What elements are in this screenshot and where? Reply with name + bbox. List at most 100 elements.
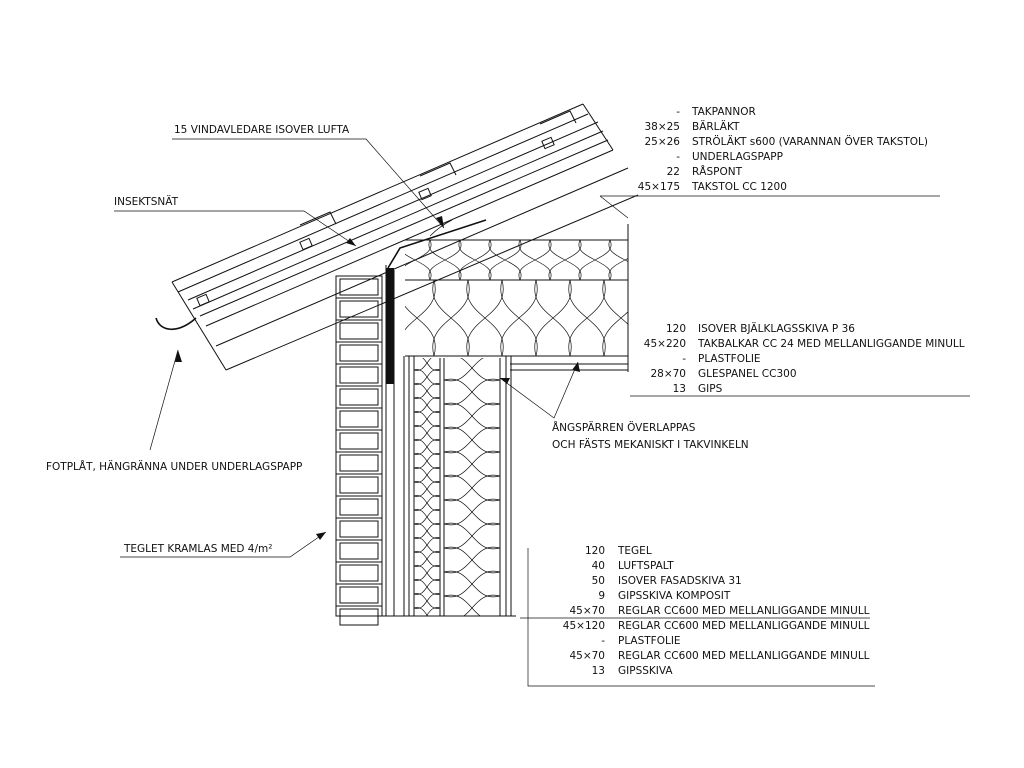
insulation-wave [443,378,501,406]
insulation-wave [414,579,441,595]
roof-layer-dim: 45×175 [638,181,680,193]
insulation-wave [414,481,441,497]
ceiling-layer-dim: 28×70 [650,368,686,380]
wall-layer-dim: 50 [592,575,605,587]
roof-layer-dim: 22 [667,166,680,178]
insulation-wave [443,522,501,550]
insulation-wave [443,402,501,430]
arrowheads [175,216,580,540]
brick [339,454,379,472]
wall-layer-text: GIPSSKIVA KOMPOSIT [618,590,731,602]
brick [339,542,379,560]
wall-layer-text: PLASTFOLIE [618,635,681,647]
insulation-wave [414,607,441,616]
wall-layer-dim: 40 [592,560,605,572]
insulation-wave [414,551,441,567]
ceiling-layer-dim: - [682,353,686,365]
note-angsparren-1: ÅNGSPÄRREN ÖVERLAPPAS [552,421,696,434]
insulation-wave [608,240,628,281]
brick [339,410,379,428]
insulation-wave [428,240,462,281]
insulation-wave [500,279,538,356]
insulation-wave [405,240,432,281]
insulation-wave [548,240,582,281]
ceiling-layer-text: ISOVER BJÄLKLAGSSKIVA P 36 [698,322,855,335]
ceiling-layer-dim: 120 [666,323,686,335]
brick [339,520,379,538]
roof-tiles [299,110,577,226]
roof-layer-text: TAKPANNOR [691,106,756,118]
leader-lines [114,138,970,687]
wall-layer-dim: 45×120 [563,620,605,632]
insulation-wave [443,474,501,502]
brick [339,344,379,362]
insulation-wave [602,279,628,356]
wall-layer-dim: 13 [592,665,605,677]
wall-layers [385,265,512,616]
roof-layer-dim: 38×25 [644,121,680,133]
insulation-wave [443,498,501,526]
brick [339,388,379,406]
roof-layer-dim: - [676,106,680,118]
insulation-wave [432,279,470,356]
insulation-wave [414,425,441,441]
insulation-wave [414,383,441,399]
wall-layer-dim: 45×70 [569,650,605,662]
wall-layer-dim: - [601,635,605,647]
insulation-wave [518,240,552,281]
wall-layer-text: LUFTSPALT [618,560,674,572]
insulation-wave [414,523,441,539]
ceiling-layer-text: GLESPANEL CC300 [698,368,797,380]
brick [339,300,379,318]
insulation-wave [414,537,441,553]
insulation-wave [443,570,501,598]
brick [339,432,379,450]
brick [339,498,379,516]
brick [339,278,379,296]
roof-layer-dim: 25×26 [644,136,680,148]
gutter [155,317,197,331]
insulation-wave [443,546,501,574]
insulation-wave [568,279,606,356]
insulation-wave [414,467,441,483]
wall-layer-text: TEGEL [617,545,652,557]
insulation-wave [414,565,441,581]
roof-layer-text: TAKSTOL CC 1200 [691,181,787,193]
roof-layer-text: RÅSPONT [692,165,743,178]
note-angsparren-2: OCH FÄSTS MEKANISKT I TAKVINKELN [552,438,749,451]
wall-layer-dim: 45×70 [569,605,605,617]
battens [196,136,555,307]
insulation-wave [414,495,441,511]
roof-layer-text: STRÖLÄKT s600 (VARANNAN ÖVER TAKSTOL) [692,135,928,148]
brick [339,366,379,384]
insulation-wave [578,240,612,281]
brick [339,322,379,340]
wall-layer-dim: 9 [598,590,605,602]
insulation-wave [414,453,441,469]
roof-layer-text: BÄRLÄKT [692,120,740,133]
wind-deflector [387,219,487,269]
brick [339,608,379,626]
insulation-wave [414,593,441,609]
wall-layer-text: REGLAR CC600 MED MELLANLIGGANDE MINULL [618,620,870,632]
insulation-wave [414,509,441,525]
ceiling-layer-text: GIPS [698,383,723,395]
insulation-wave [534,279,572,356]
ceiling-layer-dim: 45×220 [644,338,686,350]
roof-layer-dim: - [676,151,680,163]
airflow-arrow [429,219,453,237]
insect-mesh [386,268,394,384]
insulation-wave [414,358,441,371]
note-insektsnat: INSEKTSNÄT [114,195,179,208]
brick [339,586,379,604]
brick-wall [335,275,383,626]
insulation-wave [488,240,522,281]
note-vindavledare: 15 VINDAVLEDARE ISOVER LUFTA [174,124,350,136]
wall-insulation [414,358,501,616]
wall-layer-text: ISOVER FASADSKIVA 31 [618,575,742,587]
insulation-wave [405,279,436,356]
